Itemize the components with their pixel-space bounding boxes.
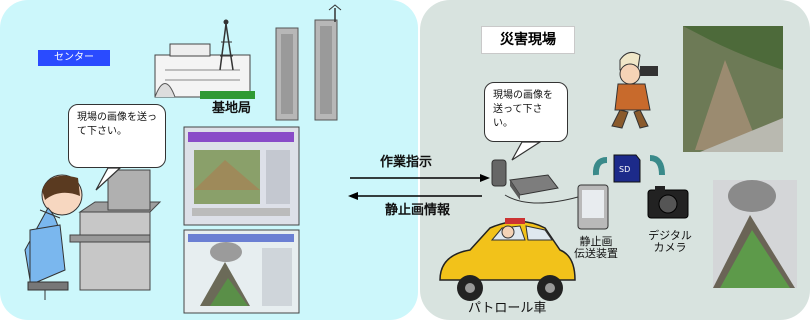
field-speech-bubble: 現場の画像を送って下さい。 bbox=[484, 82, 568, 142]
transmitter-label: 静止画 伝送装置 bbox=[574, 235, 618, 261]
instruction-label: 作業指示 bbox=[380, 155, 433, 170]
base-station-label: 基地局 bbox=[212, 101, 252, 116]
operator-desk-icon bbox=[69, 169, 162, 291]
pda-device-icon bbox=[577, 184, 609, 230]
patrol-car-label: パトロール車 bbox=[468, 301, 547, 316]
svg-text:SD: SD bbox=[619, 165, 630, 174]
transfer-arrow-right-icon bbox=[649, 155, 665, 176]
image-info-arrow bbox=[348, 192, 482, 200]
disaster-site-title: 災害現場 bbox=[481, 26, 575, 54]
screen-image-window-top bbox=[183, 126, 300, 226]
landslide-photo bbox=[683, 26, 783, 152]
field-worker-icon bbox=[611, 51, 658, 129]
instruction-arrow bbox=[350, 174, 490, 182]
center-tag: センター bbox=[38, 50, 110, 66]
volcano-photo bbox=[713, 180, 797, 288]
radio-tower-icon bbox=[219, 19, 234, 71]
image-info-label: 静止画情報 bbox=[385, 203, 451, 218]
operator-speech-bubble: 現場の画像を送って下さい。 bbox=[68, 104, 166, 168]
image-transmitter-icon bbox=[491, 159, 579, 204]
sd-card-icon: SD bbox=[613, 154, 641, 183]
server-rack-icon bbox=[275, 4, 342, 121]
base-station-building-icon bbox=[154, 43, 255, 99]
operator-person-icon bbox=[24, 174, 83, 300]
patrol-car-icon bbox=[439, 218, 576, 301]
transfer-arrow-left-icon bbox=[592, 157, 608, 176]
digital-camera-icon bbox=[647, 186, 689, 219]
screen-image-window-bottom bbox=[183, 229, 300, 314]
camera-label: デジタル カメラ bbox=[648, 229, 692, 255]
